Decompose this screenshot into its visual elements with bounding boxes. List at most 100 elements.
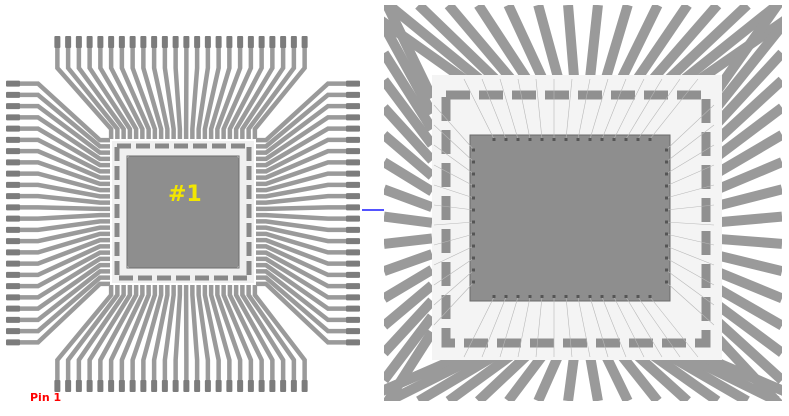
lead-tip [194,36,201,48]
lead-top [252,40,307,139]
zoom-lead-top [384,16,473,88]
lead-tip [6,260,20,267]
zoom-lead-top [385,5,488,87]
lead-right [256,269,358,323]
lead-tip [86,380,93,392]
lead-left [8,81,110,143]
lead-tip [172,36,179,48]
lead-tip [346,170,360,177]
lead-top [141,40,164,139]
bond-wire [665,221,715,226]
bond-pad [528,295,532,298]
lead-tip [247,380,254,392]
lead-tip [346,204,360,211]
lead-tip [6,283,20,290]
zoom-lead-left [384,131,436,180]
lead-top [233,40,275,139]
zoom-lead-left [384,233,433,249]
lead-right [256,115,358,162]
lead-left [8,275,110,334]
lead-top [202,40,221,139]
zoom-lead-bottom [445,348,518,401]
bond-pad [624,138,628,141]
lead-bottom [173,285,183,388]
lead-left [8,171,110,193]
bond-pad [504,138,508,141]
bond-wire [433,221,475,226]
bond-pad [516,138,520,141]
lead-tip [6,80,20,87]
zoom-lead-right [708,22,782,117]
lead-left [8,244,110,278]
lead-tip [346,305,360,312]
lead-tip [86,36,93,48]
lead-tip [346,260,360,267]
lead-bottom [98,285,139,388]
lead-tip [6,125,20,132]
lead-tip [346,103,360,110]
bond-wire [433,124,475,163]
zoom-lead-top [676,5,781,87]
lead-top [119,40,151,139]
bond-pad [665,256,668,260]
bond-pad [612,295,616,298]
lead-left [8,126,110,168]
lead-left [8,262,110,311]
lead-tip [118,36,125,48]
lead-tip [183,380,190,392]
lead-tip [280,36,287,48]
lead-tip [346,249,360,256]
lead-tip [183,36,190,48]
bond-pad [588,295,592,298]
lead-right [256,225,358,244]
lead-left [8,269,110,323]
paddle-ring [114,143,252,281]
bond-pad [552,295,556,298]
lead-tip [6,204,20,211]
lead-tip [226,380,233,392]
lead-tip [290,380,297,392]
bond-pad [576,138,580,141]
bond-wire [577,296,591,358]
lead-right [256,237,358,266]
lead-right [256,182,358,199]
bond-wire [433,245,475,266]
bond-pad [665,196,668,200]
zoom-lead-bottom [600,350,633,401]
bond-wire [463,296,495,358]
bond-pad [665,232,668,236]
lead-tip [97,36,104,48]
bond-pad [552,138,556,141]
bond-pad [472,232,475,236]
bond-pad [528,138,532,141]
bond-pad [472,256,475,260]
lead-left [8,148,110,180]
bond-wire [625,296,663,358]
bond-wire [481,78,507,140]
bond-wire [535,296,543,358]
bond-wire [665,269,715,306]
lead-tip [172,380,179,392]
lead-tip [6,226,20,233]
lead-tip [269,380,276,392]
lead-tip [346,181,360,188]
lead-right [256,205,358,212]
lead-bottom [87,285,133,388]
lead-left [8,205,110,212]
bond-pad [540,295,544,298]
zoom-lead-left [384,313,436,384]
lead-tip [129,36,136,48]
bond-pad [636,138,640,141]
lead-right [256,212,358,221]
lead-tip [6,328,20,335]
bond-pad [576,295,580,298]
lead-tip [346,294,360,301]
lead-bottom [208,285,232,388]
lead-bottom [246,285,297,388]
lead-bottom [162,285,176,388]
lead-bottom [233,285,275,388]
bond-wire [577,78,591,140]
lead-right [256,160,358,187]
lead-tip [346,125,360,132]
zoom-lead-bottom [384,348,472,396]
